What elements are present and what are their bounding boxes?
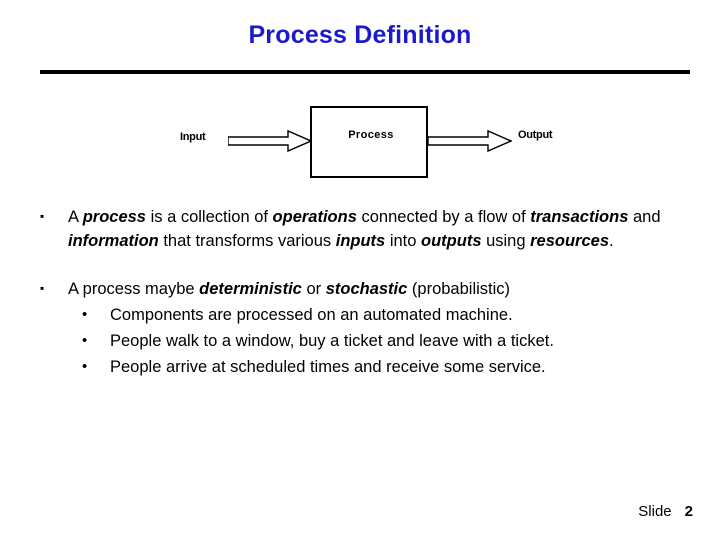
emphasized-term: inputs [335,232,386,250]
emphasized-term: stochastic [325,280,408,298]
sub-bullet-text: People walk to a window, buy a ticket an… [110,332,554,350]
list-item: • People arrive at scheduled times and r… [40,354,688,380]
input-process-output-diagram: Input Process Output [0,100,720,190]
sub-bullet-text: Components are processed on an automated… [110,306,513,324]
square-bullet-glyph: ▪ [40,281,45,295]
bullet-block: ▪ A process maybe deterministic or stoch… [40,277,688,380]
slide-footer: Slide 2 [638,503,693,521]
diagram-label-input: Input [180,131,206,143]
round-bullet-glyph: • [82,306,88,323]
square-bullet-icon: ▪ [40,205,68,229]
sub-bullet-text: People arrive at scheduled times and rec… [110,358,546,376]
emphasized-term: resources [530,232,610,250]
sub-bullet-list: • Components are processed on an automat… [40,302,688,380]
block-arrow-right-icon [228,129,312,153]
list-item: • People walk to a window, buy a ticket … [40,328,688,354]
emphasized-term: deterministic [199,280,302,298]
round-bullet-icon: • [82,302,110,328]
round-bullet-glyph: • [82,332,88,349]
list-item: ▪ A process maybe deterministic or stoch… [40,277,688,301]
emphasized-term: operations [272,208,357,226]
block-arrow-right-icon [428,129,512,153]
title-divider [40,70,690,74]
bullet-block: ▪ A process is a collection of operation… [40,205,688,253]
bullet-text: A process maybe deterministic or stochas… [68,280,511,298]
emphasized-term: information [68,232,159,250]
page-title: Process Definition [248,21,472,49]
slide-number: 2 [684,503,693,520]
round-bullet-icon: • [82,328,110,354]
round-bullet-glyph: • [82,358,88,375]
bullet-text: A process is a collection of operations … [68,208,661,250]
square-bullet-glyph: ▪ [40,209,45,223]
slide-label: Slide [638,503,672,520]
diagram-label-output: Output [518,129,553,141]
emphasized-term: transactions [530,208,629,226]
process-box-label: Process [348,129,394,141]
emphasized-term: process [82,208,146,226]
list-item: • Components are processed on an automat… [40,302,688,328]
round-bullet-icon: • [82,354,110,380]
list-item: ▪ A process is a collection of operation… [40,205,688,253]
slide-body: ▪ A process is a collection of operation… [40,205,688,404]
emphasized-term: outputs [421,232,482,250]
process-box: Process [310,106,428,178]
square-bullet-icon: ▪ [40,277,68,301]
